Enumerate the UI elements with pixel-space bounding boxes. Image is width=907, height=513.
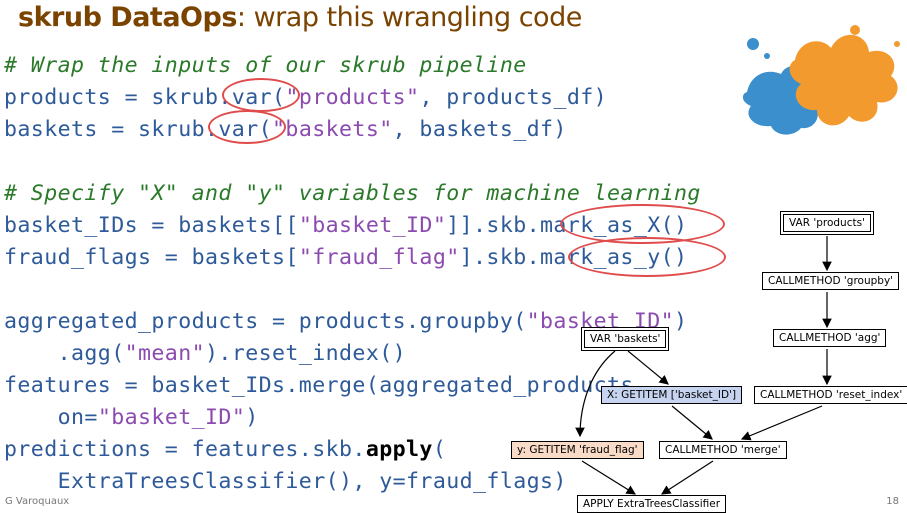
graph-node-apply: APPLY ExtraTreesClassifier [577, 495, 727, 513]
skrub-logo-splash [742, 25, 900, 135]
graph-node-getitem-x: X: GETITEM ['basket_ID'] [601, 386, 743, 404]
code-comment-2: # Specify "X" and "y" variables for mach… [4, 181, 701, 206]
code-string: "basket_ID" [298, 213, 447, 238]
code-string: "basket_ID" [97, 405, 246, 430]
code-text: basket_IDs = baskets[[ [4, 213, 299, 238]
highlight-ring-mark-as-y [568, 237, 726, 277]
highlight-ring-var-baskets [208, 110, 286, 144]
code-string: "products" [285, 85, 420, 110]
edge-baskets-getitem-x [627, 350, 669, 385]
code-line-agg: .agg("mean").reset_index() [4, 338, 701, 370]
edge-reset-merge [740, 405, 823, 441]
code-string: "mean" [124, 341, 206, 366]
graph-node-var-baskets: VAR 'baskets' [580, 327, 670, 351]
code-text: ).reset_index() [205, 341, 407, 366]
orange-splash-shape [789, 34, 898, 126]
graph-node-var-products: VAR 'products' [780, 211, 874, 235]
slide-title-bold: skrub DataOps [18, 2, 237, 33]
graph-node-groupby: CALLMETHOD 'groupby' [762, 272, 900, 290]
code-line-predictions: predictions = features.skb.apply( [4, 434, 701, 466]
edge-getitem-x-merge [671, 405, 713, 440]
code-text: on= [4, 405, 98, 430]
footer-page-number: 18 [886, 496, 899, 507]
code-text: aggregated_products = products.groupby( [4, 309, 527, 334]
graph-node-reset-index: CALLMETHOD 'reset_index' [754, 386, 907, 404]
code-text: fraud_flags = baskets[ [4, 245, 299, 270]
blue-splash-shape [742, 66, 818, 135]
orange-splash-drop-2 [894, 41, 900, 47]
slide-title: skrub DataOps: wrap this wrangling code [18, 2, 582, 33]
code-text: ) [245, 405, 259, 430]
code-keyword-apply: apply [365, 437, 433, 462]
graph-node-merge: CALLMETHOD 'merge' [659, 441, 787, 459]
code-text: predictions = features.skb. [4, 437, 366, 462]
edge-getitem-y-apply [581, 460, 637, 495]
slide-title-rest: : wrap this wrangling code [236, 2, 582, 33]
code-line-features: features = basket_IDs.merge(aggregated_p… [4, 373, 648, 398]
footer-author: G Varoquaux [5, 496, 70, 507]
graph-node-agg: CALLMETHOD 'agg' [773, 329, 887, 347]
code-text: , products_df) [419, 85, 608, 110]
code-text: ( [432, 437, 447, 462]
graph-node-getitem-y: y: GETITEM 'fraud_flag' [511, 441, 644, 459]
code-comment-1: # Wrap the inputs of our skrub pipeline [4, 53, 527, 78]
code-string: "baskets" [272, 117, 393, 142]
code-text: .agg( [4, 341, 125, 366]
code-string: "basket_ID" [526, 309, 675, 334]
orange-splash-drop [850, 25, 860, 35]
code-string: "fraud_flag" [298, 245, 460, 270]
blue-splash-drop-2 [764, 53, 770, 59]
code-line-on: on="basket_ID") [4, 402, 701, 434]
blue-splash-drop [747, 38, 759, 50]
code-text: ) [674, 309, 688, 334]
edge-baskets-getitem-y [575, 350, 616, 438]
edge-merge-apply [660, 460, 714, 495]
code-line-fraud-flags: fraud_flags = baskets["fraud_flag"].skb.… [4, 242, 701, 274]
code-line-aggregated: aggregated_products = products.groupby("… [4, 306, 701, 338]
code-block: # Wrap the inputs of our skrub pipeline p… [4, 50, 701, 498]
code-line-classifier: ExtraTreesClassifier(), y=fraud_flags) [4, 469, 567, 494]
code-text: , baskets_df) [392, 117, 567, 142]
